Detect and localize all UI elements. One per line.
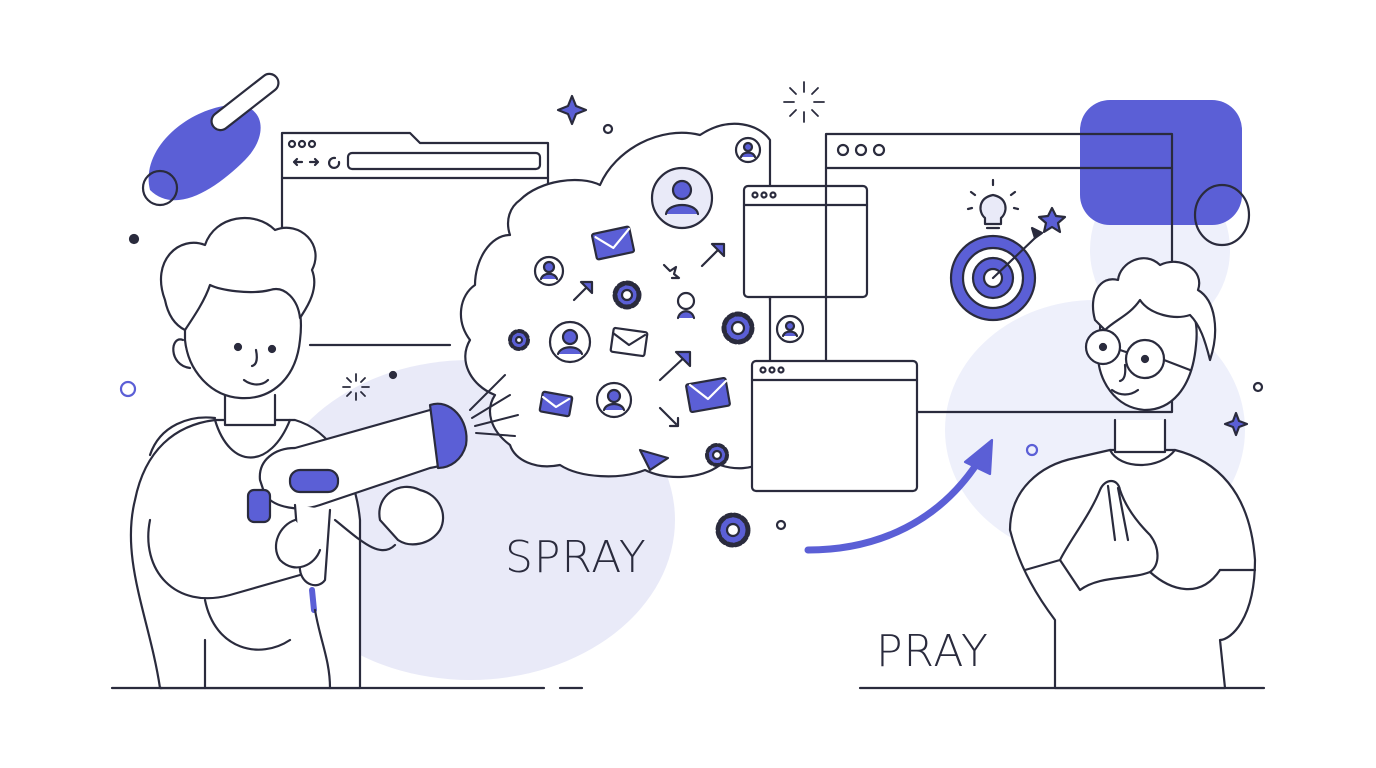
arrow-icon — [572, 280, 594, 302]
gear-icon — [705, 443, 729, 467]
gear-icon — [612, 280, 642, 310]
envelope-icon — [538, 390, 574, 418]
lightbulb-icon — [966, 178, 1020, 230]
user-avatar-icon — [595, 381, 633, 419]
spray-label: SPRAY — [505, 532, 647, 583]
envelope-icon — [685, 376, 731, 414]
arrow-icon — [658, 406, 680, 428]
arrow-icon — [638, 448, 670, 472]
arrow-icon — [658, 350, 692, 382]
sparkle-icon — [662, 263, 681, 280]
envelope-icon — [609, 326, 649, 358]
gear-icon — [508, 329, 530, 351]
target-icon — [949, 226, 1044, 322]
user-avatar-icon — [775, 314, 805, 344]
decorative-blobs — [141, 72, 1251, 247]
user-avatar-icon — [548, 320, 592, 364]
floating-icons — [508, 136, 805, 548]
user-avatar-icon — [533, 255, 565, 287]
praying-person — [1008, 257, 1257, 690]
right-browser-window — [824, 132, 1174, 414]
star-icon — [1037, 206, 1067, 234]
gear-icon — [715, 512, 751, 548]
pray-label: PRAY — [876, 626, 989, 677]
curved-arrow — [804, 438, 994, 554]
spray-lines — [469, 374, 519, 437]
middle-windows — [742, 184, 919, 493]
left-browser-window — [280, 131, 550, 347]
user-avatar-icon — [734, 136, 762, 164]
gear-icon — [721, 311, 755, 345]
envelope-icon — [590, 225, 636, 261]
spray-gun-icon — [246, 402, 468, 690]
sparkles — [119, 81, 1264, 531]
arrow-icon — [700, 242, 726, 268]
user-avatar-icon — [676, 291, 696, 320]
user-avatar-icon — [650, 166, 714, 230]
